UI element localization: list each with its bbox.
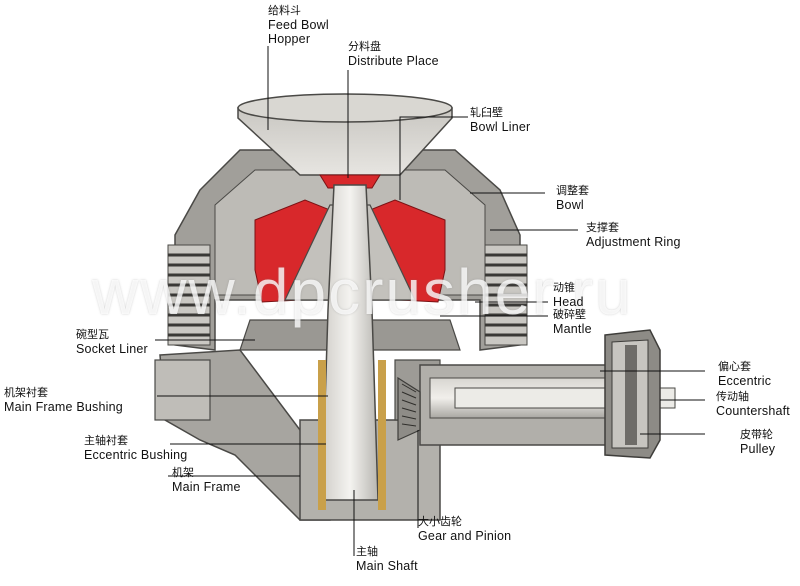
label-main-shaft: 主轴 Main Shaft <box>356 545 418 573</box>
label-socket-liner: 碗型瓦 Socket Liner <box>76 328 148 356</box>
label-head: 动锥 Head <box>553 281 584 309</box>
label-bowl: 调整套 Bowl <box>556 184 589 212</box>
label-main-frame: 机架 Main Frame <box>172 466 241 494</box>
leader-lines <box>155 46 705 556</box>
label-eccentric: 偏心套 Eccentric <box>718 360 772 388</box>
label-adjustment-ring: 支撑套 Adjustment Ring <box>586 221 681 249</box>
label-gear-and-pinion: 大小齿轮 Gear and Pinion <box>418 515 512 543</box>
label-main-frame-bushing: 机架衬套 Main Frame Bushing <box>4 386 123 414</box>
springs-left <box>167 244 211 346</box>
gear-and-pinion <box>397 376 421 441</box>
springs-right <box>484 244 528 346</box>
watermark: www.dpcrusher.ru <box>92 256 633 328</box>
pulley <box>604 329 661 459</box>
label-countershaft: 传动轴 Countershaft <box>716 390 790 418</box>
label-distribute-place: 分料盘 Distribute Place <box>348 40 439 68</box>
feed-bowl-hopper <box>237 93 453 176</box>
label-bowl-liner: 轧臼壁 Bowl Liner <box>470 106 531 134</box>
label-feed-bowl-hopper: 给料斗 Feed Bowl Hopper <box>268 4 329 46</box>
label-eccentric-bushing: 主轴衬套 Eccentric Bushing <box>84 434 188 462</box>
wear-parts <box>254 174 446 303</box>
label-pulley: 皮带轮 Pulley <box>740 428 776 456</box>
eccentric-bushing-shape <box>318 360 386 510</box>
label-mantle: 破碎壁 Mantle <box>553 308 592 336</box>
